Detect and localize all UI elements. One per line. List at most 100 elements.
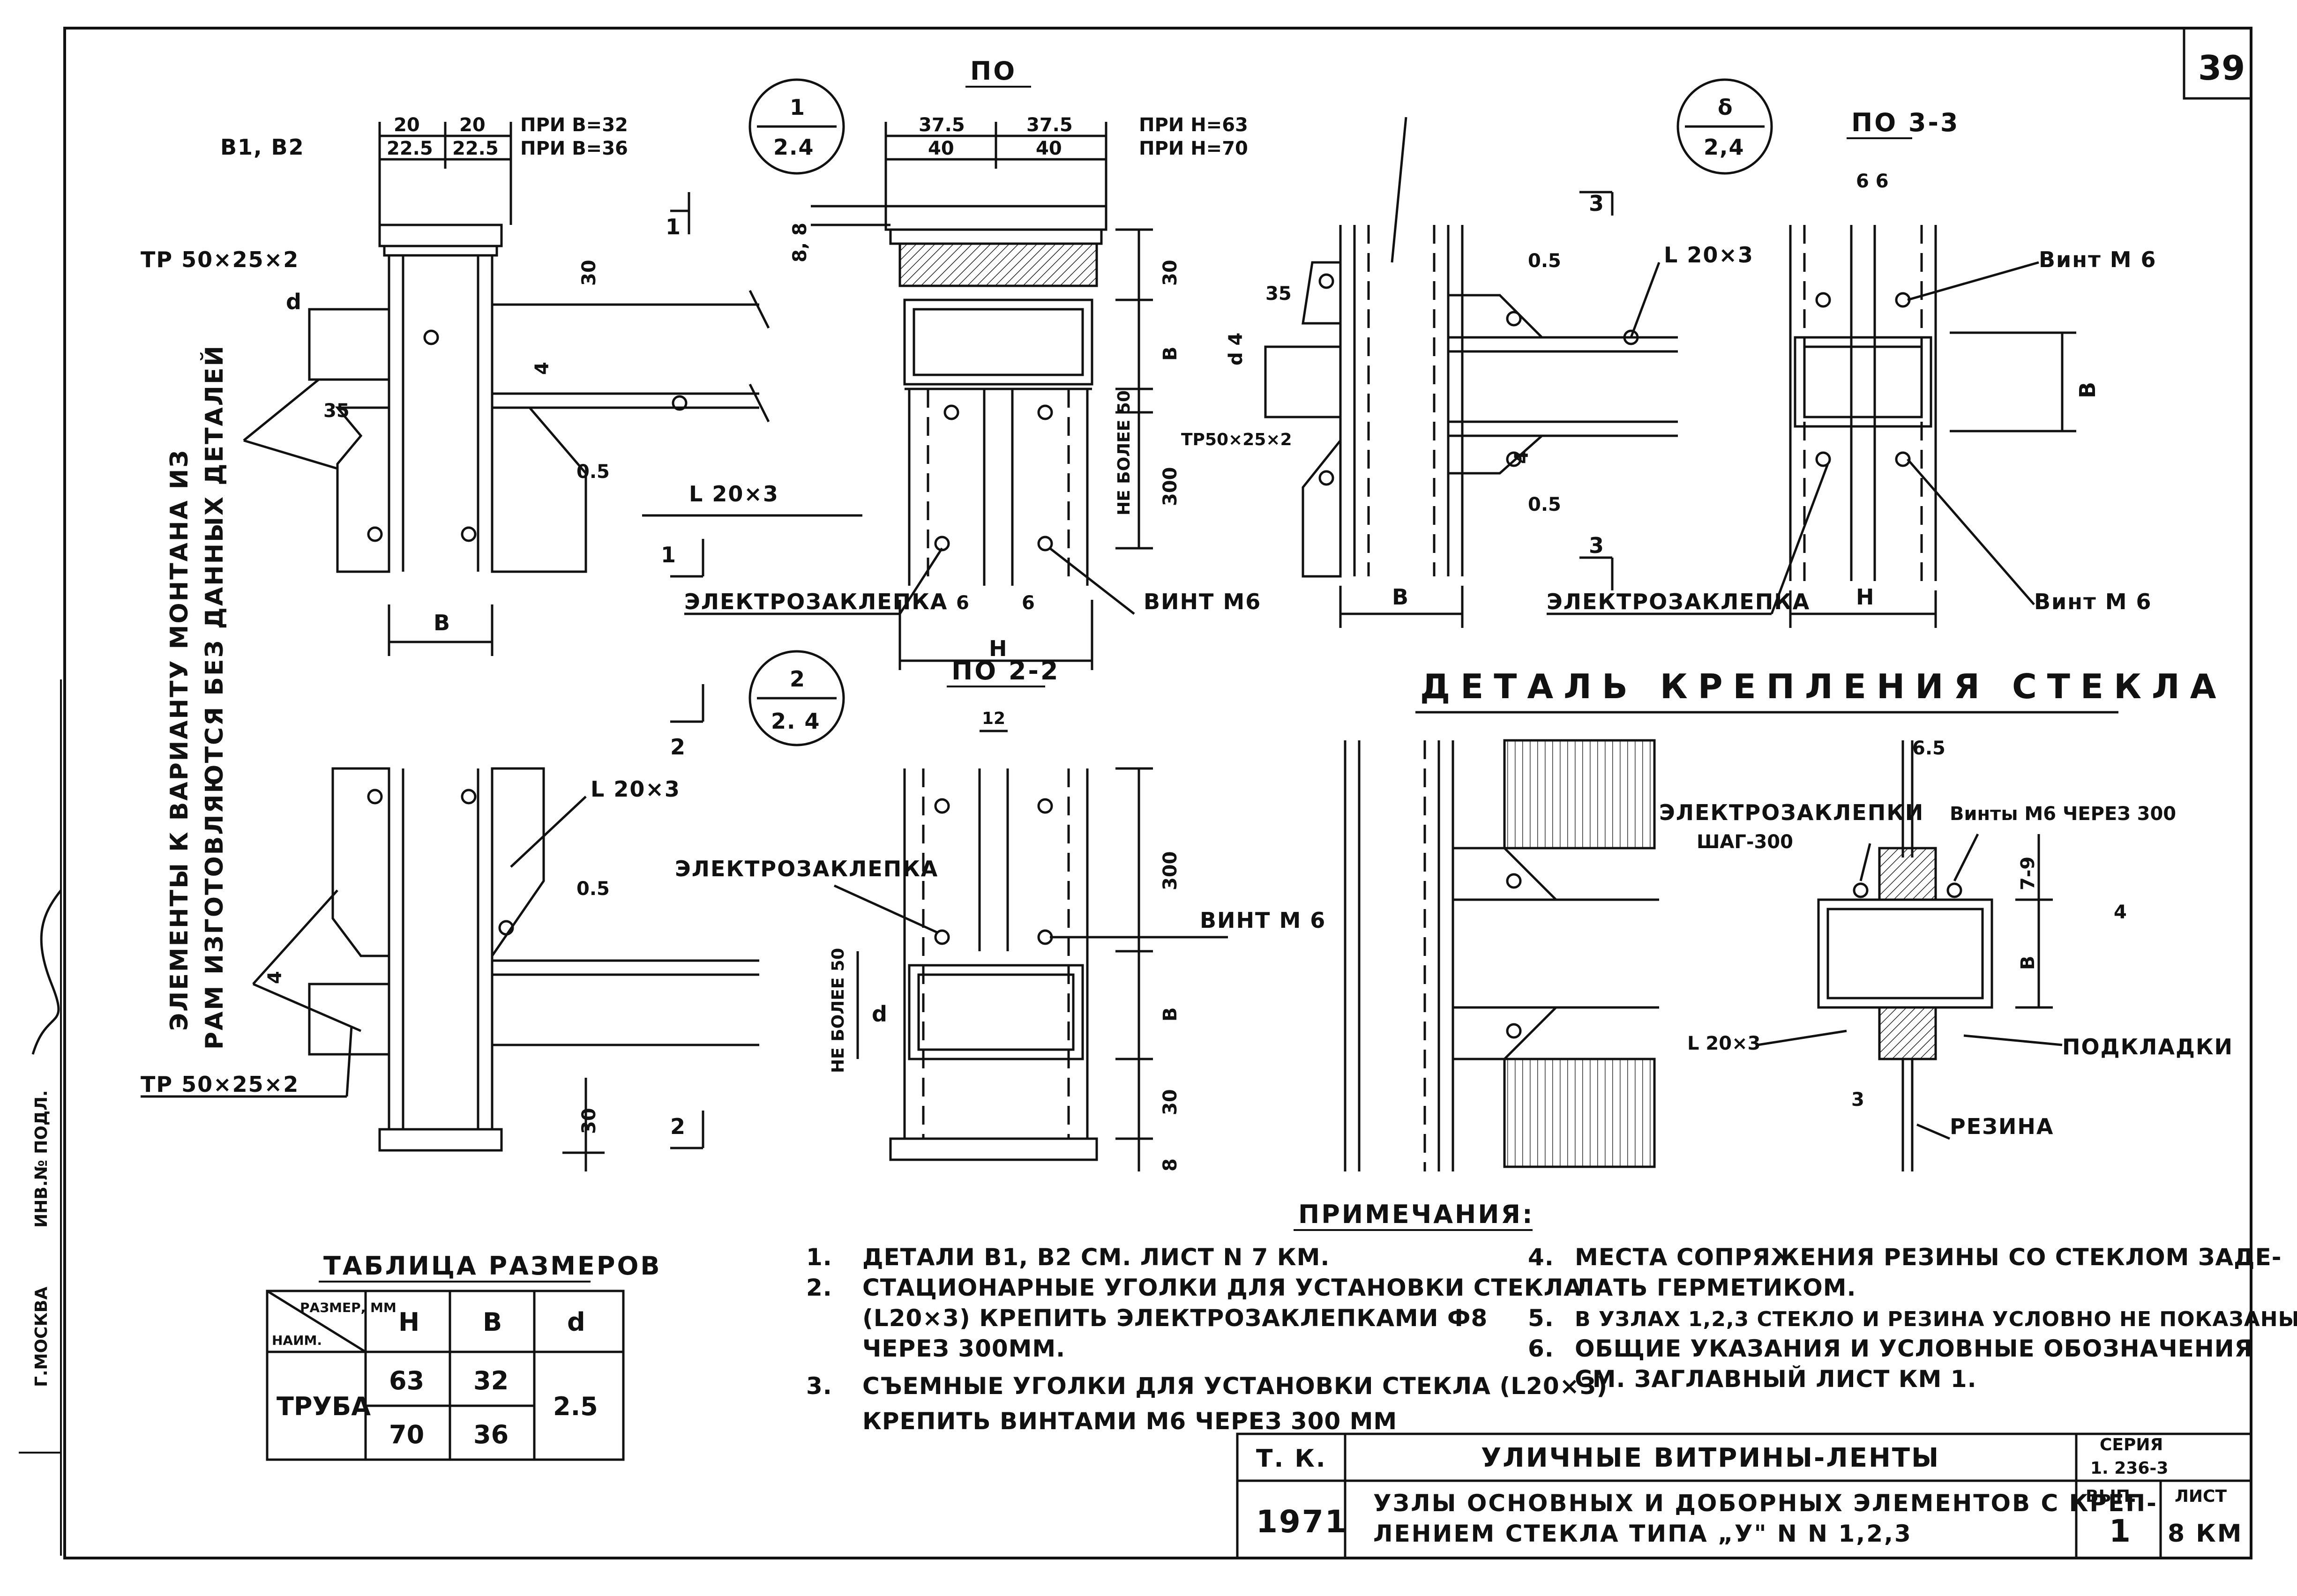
po-dim-6a: 6: [956, 592, 969, 614]
d1-label-angle: L 20×3: [689, 481, 779, 507]
size-table-grid: [266, 1290, 625, 1461]
po33-label-screw-bot: Винт М 6: [2034, 589, 2152, 614]
po22-label-d: d: [872, 1001, 888, 1027]
glass-label-shims: ПОДКЛАДКИ: [2062, 1034, 2233, 1059]
size-table-cell-b1: 32: [473, 1366, 509, 1395]
bubble-1: 1 2.4: [748, 78, 845, 175]
po22-title: ПО 2-2: [951, 656, 1060, 686]
delta-section-bottom: 3: [1589, 533, 1605, 558]
bubble-1-top: 1: [790, 95, 806, 120]
size-table-cell-h2: 70: [389, 1420, 424, 1449]
po-dim-ne-bolee: НЕ БОЛЕЕ 50: [1115, 390, 1134, 515]
po22-dim-ne-bolee: НЕ БОЛЕЕ 50: [829, 948, 848, 1073]
po-dim-375b: 37.5: [1026, 114, 1073, 136]
side-note-line1: ЭЛЕМЕНТЫ К ВАРИАНТУ МОНТАНА ИЗ: [165, 449, 194, 1031]
d1-label-35: 35: [323, 400, 350, 422]
po-note-h70: ПРИ Н=70: [1139, 138, 1248, 159]
note-4-line1: МЕСТА СОПРЯЖЕНИЯ РЕЗИНЫ СО СТЕКЛОМ ЗАДЕ-: [1575, 1244, 2282, 1271]
po-title: ПО: [970, 56, 1017, 86]
d1-label-4: 4: [531, 362, 553, 375]
margin-signature: [31, 889, 62, 1055]
title-block-sub1: УЗЛЫ ОСНОВНЫХ И ДОБОРНЫХ ЭЛЕМЕНТОВ С КРЕ…: [1373, 1490, 2158, 1517]
glass-title: ДЕТАЛЬ КРЕПЛЕНИЯ СТЕКЛА: [1420, 667, 2226, 706]
glass-dim-79: 7-9: [2017, 857, 2039, 890]
delta-dim-05a: 0.5: [1528, 250, 1561, 272]
po-dim-b: В: [1160, 347, 1181, 361]
po22-dim-8: 8: [1160, 1158, 1181, 1171]
title-block-series-value: 1. 236-3: [2090, 1459, 2168, 1478]
po-dim-30: 30: [1160, 260, 1181, 286]
d1-dim-20b: 20: [459, 114, 486, 136]
po22-dim-12: 12: [982, 709, 1005, 728]
delta-label-b: В: [1392, 584, 1409, 610]
title-block-sheet-label: ЛИСТ: [2175, 1487, 2227, 1506]
bubble-2: 2 2. 4: [748, 650, 845, 746]
detail-delta-drawing: [1264, 117, 1829, 628]
glass-label-rubber: РЕЗИНА: [1950, 1114, 2054, 1139]
po-dim-6b: 6: [1022, 592, 1035, 614]
d1-dim-225b: 22.5: [452, 138, 499, 159]
d2-section-top: 2: [670, 734, 686, 760]
po-label-h: Н: [989, 636, 1008, 661]
glass-label-weld: ЭЛЕКТРОЗАКЛЕПКИ: [1659, 800, 1924, 825]
glass-elevation-drawing: [1344, 739, 1659, 1171]
d2-label-30: 30: [578, 1108, 600, 1134]
d2-section-bottom: 2: [670, 1114, 686, 1139]
d1-section-bottom: 1: [661, 542, 677, 567]
delta-dim-05b: 0.5: [1528, 494, 1561, 515]
size-table-cell-h1: 63: [389, 1366, 424, 1395]
bubble-delta-bottom: 2,4: [1704, 134, 1745, 160]
notes-title: ПРИМЕЧАНИЯ:: [1298, 1200, 1534, 1229]
delta-dim-d4: d 4: [1225, 333, 1247, 365]
bubble-1-bottom: 2.4: [773, 134, 815, 160]
po33-title: ПО 3-3: [1851, 108, 1960, 137]
size-table-cell-d: 2.5: [553, 1392, 598, 1421]
d1-dim-20a: 20: [394, 114, 420, 136]
margin-stamp-inv: ИНВ.№ ПОДЛ.: [32, 1090, 51, 1228]
note-5-num: 5.: [1528, 1305, 1554, 1332]
title-block-series-label: СЕРИЯ: [2100, 1435, 2163, 1454]
note-4-num: 4.: [1528, 1244, 1554, 1271]
po-dim-375a: 37.5: [919, 114, 965, 136]
bubble-2-top: 2: [790, 666, 806, 692]
size-table-header-d: d: [567, 1307, 585, 1337]
size-table-corner-top: РАЗМЕР, ММ: [300, 1300, 397, 1315]
d2-label-tr: ТР 50×25×2: [141, 1072, 299, 1097]
d2-label-angle: L 20×3: [591, 776, 681, 802]
po-note-h63: ПРИ Н=63: [1139, 114, 1248, 136]
d1-label-b1b2: В1, В2: [220, 134, 305, 160]
po-dim-40a: 40: [928, 138, 954, 159]
d2-label-4: 4: [264, 971, 286, 984]
size-table-header-b: В: [483, 1307, 502, 1337]
title-block-sub2: ЛЕНИЕМ СТЕКЛА ТИПА „У" N N 1,2,3: [1373, 1520, 1912, 1547]
po22-dim-30: 30: [1160, 1089, 1181, 1115]
sheet-frame: [63, 27, 2252, 1559]
d1-label-b: В: [434, 610, 451, 635]
note-6-line1: ОБЩИЕ УКАЗАНИЯ И УСЛОВНЫЕ ОБОЗНАЧЕНИЯ: [1575, 1335, 2253, 1362]
bubble-delta: δ 2,4: [1676, 78, 1773, 175]
d1-label-30: 30: [578, 260, 600, 286]
size-table-title: ТАБЛИЦА РАЗМЕРОВ: [323, 1251, 662, 1281]
view-po22-drawing: [833, 730, 1228, 1171]
note-2-num: 2.: [806, 1274, 832, 1301]
d1-label-tr: ТР 50×25×2: [141, 247, 299, 272]
note-2-line2: (L20×3) КРЕПИТЬ ЭЛЕКТРОЗАКЛЕПКАМИ Ф8: [862, 1305, 1488, 1332]
note-6-num: 6.: [1528, 1335, 1554, 1362]
note-6-line2: СМ. ЗАГЛАВНЫЙ ЛИСТ КМ 1.: [1575, 1365, 1977, 1393]
po-dim-40b: 40: [1036, 138, 1062, 159]
note-2-line3: ЧЕРЕЗ 300ММ.: [862, 1335, 1065, 1362]
po22-dim-300: 300: [1160, 851, 1181, 891]
glass-dim-4: 4: [2114, 902, 2127, 923]
note-3-line1: СЪЕМНЫЕ УГОЛКИ ДЛЯ УСТАНОВКИ СТЕКЛА (L20…: [862, 1372, 1608, 1400]
d1-label-d: d: [286, 289, 302, 314]
note-4-line2: ЛАТЬ ГЕРМЕТИКОМ.: [1575, 1274, 1856, 1301]
title-block-issue-label: ВЫП.: [2086, 1487, 2137, 1506]
po-dim-300: 300: [1160, 467, 1181, 507]
d1-section-top: 1: [666, 214, 681, 239]
po22-label-screw: ВИНТ М 6: [1200, 908, 1326, 933]
note-1-line1: ДЕТАЛИ В1, В2 СМ. ЛИСТ N 7 КМ.: [862, 1244, 1330, 1271]
note-3-num: 3.: [806, 1372, 832, 1400]
po33-label-b: В: [2075, 381, 2100, 398]
